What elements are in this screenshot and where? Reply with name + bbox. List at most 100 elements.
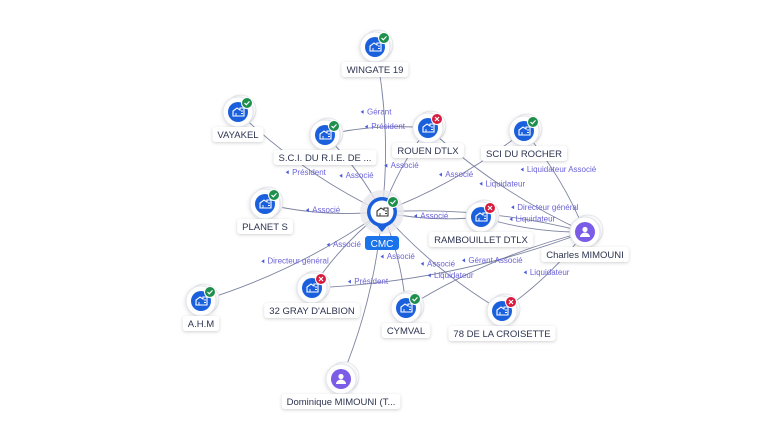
edge-label: Liquidateur [434, 271, 474, 280]
closed-badge-icon [484, 202, 496, 214]
edge-label: Président [354, 277, 389, 286]
node-label: PLANET S [237, 219, 293, 234]
closed-badge-icon [315, 273, 327, 285]
edge-line [427, 127, 586, 233]
building-icon [376, 207, 389, 217]
building-icon [195, 296, 208, 306]
person-node-dominique[interactable]: Dominique MIMOUNI (T... [281, 361, 401, 409]
company-node-gray[interactable]: 32 GRAY D'ALBION [264, 270, 360, 318]
edge-label: Associé [387, 252, 416, 261]
node-label-text: PLANET S [242, 222, 288, 233]
company-node-planet[interactable]: PLANET S [237, 186, 293, 234]
edge-label: Liquidateur [530, 268, 570, 277]
edge-label-group: Associé [420, 259, 456, 268]
check-badge-icon [527, 116, 539, 128]
node-label: Charles MIMOUNI [541, 247, 629, 262]
check-badge-icon [268, 189, 280, 201]
edge-label-group: Associé [384, 161, 419, 170]
center-label: CMC [365, 236, 399, 250]
edge-arrow-icon [364, 124, 368, 129]
company-node-rambouillet[interactable]: RAMBOUILLET DTLX [428, 199, 534, 247]
edge-arrow-icon [339, 173, 343, 178]
node-label: 78 DE LA CROISETTE [448, 326, 556, 341]
building-icon [496, 306, 509, 316]
node-label: WINGATE 19 [341, 62, 409, 77]
edge-label: Associé [391, 161, 420, 170]
edge-arrow-icon [420, 261, 424, 266]
person-node-charles[interactable]: Charles MIMOUNI [541, 214, 629, 262]
edge-arrow-icon [438, 172, 442, 177]
node-label: RAMBOUILLET DTLX [428, 232, 534, 247]
building-icon [422, 123, 435, 133]
person-icon [336, 373, 346, 384]
edge-charles-cymval[interactable] [405, 231, 586, 309]
closed-badge-icon [431, 113, 443, 125]
edge-arrow-icon [427, 273, 431, 278]
edge-label-group: Associé [438, 170, 474, 179]
node-label: VAYAKEL [212, 127, 264, 142]
edge-ahm-cmc[interactable] [200, 211, 383, 302]
edge-arrow-icon [520, 167, 524, 172]
edge-arrow-icon [360, 109, 364, 114]
node-label: A.H.M [182, 316, 220, 331]
person-icon [580, 226, 590, 237]
check-badge-icon [328, 120, 340, 132]
node-label-text: Dominique MIMOUNI (T... [287, 397, 396, 408]
center-node-cmc[interactable]: CMC [360, 190, 404, 250]
edge-arrow-icon [511, 205, 515, 210]
node-label-text: Charles MIMOUNI [546, 250, 624, 261]
building-icon [319, 130, 332, 140]
edge-arrow-icon [523, 270, 527, 275]
edge-label: Liquidateur [486, 179, 526, 188]
building-icon [475, 212, 488, 222]
building-icon [259, 199, 272, 209]
company-node-cymval[interactable]: CYMVAL [381, 290, 431, 338]
edge-label-group: Gérant [360, 107, 392, 116]
edge-label-group: Président [285, 168, 327, 177]
check-badge-icon [409, 293, 421, 305]
edge-arrow-icon [509, 217, 513, 222]
company-node-wingate[interactable]: WINGATE 19 [341, 29, 409, 77]
node-label-text: WINGATE 19 [347, 65, 404, 76]
edge-arrow-icon [285, 170, 289, 175]
building-icon [232, 107, 245, 117]
node-label: Dominique MIMOUNI (T... [281, 394, 401, 409]
edge-label-group: Associé [305, 206, 341, 215]
company-node-croisette[interactable]: 78 DE LA CROISETTE [448, 293, 556, 341]
company-node-rocher[interactable]: SCI DU ROCHER [480, 113, 568, 161]
edge-label: Liquidateur Associé [527, 165, 597, 174]
edge-label: Directeur général [517, 203, 579, 212]
building-icon [518, 126, 531, 136]
edge-label-group: Associé [380, 252, 416, 261]
check-badge-icon [241, 97, 253, 109]
edge-charles-rouen[interactable] [427, 127, 586, 233]
edge-label-group: Associé [414, 211, 449, 220]
edge-line [311, 231, 586, 289]
edge-charles-gray[interactable] [311, 231, 586, 289]
node-label-text: ROUEN DTLX [397, 146, 459, 157]
company-node-sci_rie[interactable]: S.C.I. DU R.I.E. DE ... [273, 117, 377, 165]
building-icon [306, 283, 319, 293]
node-label-text: RAMBOUILLET DTLX [434, 235, 528, 246]
edge-arrow-icon [462, 258, 466, 263]
edge-arrow-icon [305, 208, 309, 213]
edge-label-group: Président [364, 122, 406, 131]
edge-arrow-icon [261, 259, 265, 264]
edge-line [200, 211, 383, 302]
node-label-text: CYMVAL [387, 326, 425, 337]
edge-label-group: Liquidateur [479, 179, 525, 188]
check-badge-icon [378, 32, 390, 44]
edge-arrow-icon [384, 163, 388, 168]
company-node-vayakel[interactable]: VAYAKEL [212, 94, 264, 142]
closed-badge-icon [505, 296, 517, 308]
node-label: S.C.I. DU R.I.E. DE ... [273, 150, 377, 165]
node-label-text: 78 DE LA CROISETTE [453, 329, 550, 340]
edge-line [405, 231, 586, 309]
company-node-rouen[interactable]: ROUEN DTLX [392, 110, 464, 158]
check-badge-icon [204, 286, 216, 298]
edge-label-group: Gérant Associé [462, 256, 523, 265]
edge-label: Liquidateur [516, 215, 556, 224]
company-node-ahm[interactable]: A.H.M [182, 283, 220, 331]
